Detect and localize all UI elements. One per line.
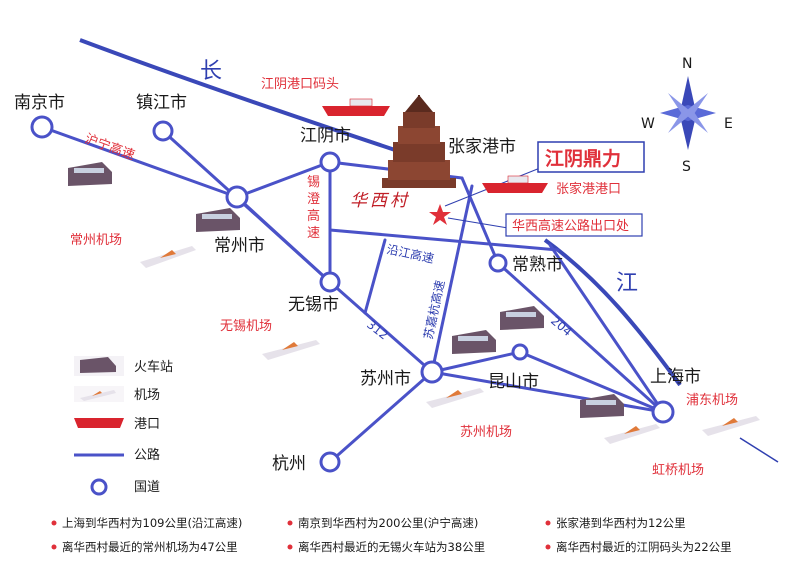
huaxi-exit-label: 华西高速公路出口处 [512, 218, 629, 234]
node-wuxi [319, 271, 341, 293]
node-changzhou [225, 185, 249, 209]
legend: 火车站 机场 港口 公路 国道 [74, 356, 173, 496]
road-segment [430, 350, 522, 374]
g312-road-label: 312 [364, 317, 391, 342]
node-nanjing [30, 115, 54, 139]
river-char-1: 长 [200, 59, 222, 84]
xicheng-road-label: 锡 澄 高 速 [307, 175, 320, 241]
huaxi-village-label: 华西村 [350, 191, 410, 211]
train-icon-1 [68, 162, 112, 186]
airplane-icon-hongqiao [702, 416, 779, 463]
airplane-icon-changzhou [140, 246, 196, 268]
city-nodes [30, 115, 675, 473]
compass-s: S [682, 159, 691, 175]
yanjiang-road-label: 沿江高速 [385, 241, 435, 266]
node-suzhou [420, 360, 444, 384]
yangtze-river-lower [543, 238, 682, 387]
road-segment [548, 243, 665, 414]
huaxi-exit-box [505, 213, 643, 237]
city-label-changshu: 常熟市 [512, 254, 563, 275]
svg-text:锡: 锡 [307, 175, 320, 190]
node-kunshan [511, 343, 529, 361]
legend-national-label: 国道 [134, 480, 160, 495]
road-segment [40, 125, 239, 199]
huaxi-exit-star-icon [429, 204, 451, 225]
node-shanghai [651, 400, 675, 424]
brand-label: 江阴鼎力 [545, 147, 621, 170]
road-segment [496, 261, 665, 414]
svg-text:速: 速 [307, 226, 320, 241]
road-segment [430, 370, 665, 414]
road-network [40, 125, 665, 464]
node-hangzhou [319, 451, 341, 473]
legend-airport-label: 机场 [134, 388, 160, 403]
road-segment [363, 238, 387, 315]
compass-e: E [724, 116, 733, 132]
changzhou-airport-label: 常州机场 [70, 233, 122, 248]
airplane-icon-wuxi [262, 340, 320, 360]
legend-highway-label: 公路 [134, 447, 160, 463]
road-segment [328, 370, 434, 464]
svg-text:澄: 澄 [307, 192, 320, 207]
city-label-zhenjiang: 镇江市 [136, 93, 187, 113]
road-segment [235, 160, 332, 199]
note-4: 离华西村最近的常州机场为47公里 [62, 540, 238, 554]
train-icon-5 [580, 394, 624, 418]
road-segment [460, 176, 500, 265]
suzhou-airport-label: 苏州机场 [460, 424, 512, 440]
train-icon-3 [500, 306, 544, 330]
node-zhenjiang [152, 120, 174, 142]
airplane-icon-pudong [604, 424, 660, 444]
jiangyin-port-label: 江阴港口码头 [261, 77, 339, 92]
sujiahang-road-label: 苏嘉杭高速 [420, 279, 447, 341]
pudong-airport-label: 浦东机场 [686, 393, 738, 408]
node-changshu [488, 253, 508, 273]
road-segment [518, 350, 665, 414]
wuxi-airport-label: 无锡机场 [220, 319, 272, 334]
city-label-wuxi: 无锡市 [288, 295, 339, 315]
g204-road-label: 204 [548, 314, 575, 339]
huning-road-label: 沪宁高速 [83, 131, 137, 164]
compass-w: W [641, 116, 655, 132]
train-icon-2 [196, 208, 240, 232]
note-6: 离华西村最近的江阴码头为22公里 [556, 540, 732, 554]
train-icon-4 [452, 330, 496, 354]
city-label-nanjing: 南京市 [14, 93, 65, 113]
city-label-changzhou: 常州市 [214, 236, 265, 256]
road-segment [430, 184, 474, 374]
road-segment [328, 228, 560, 252]
city-label-shanghai: 上海市 [650, 367, 701, 387]
city-label-zhangjiagang: 张家港市 [448, 137, 516, 157]
city-label-hangzhou: 杭州 [272, 454, 306, 474]
legend-port-label: 港口 [134, 417, 160, 432]
city-label-kunshan: 昆山市 [488, 372, 539, 392]
airplane-icon-suzhou [426, 388, 484, 408]
note-3: 张家港到华西村为12公里 [556, 516, 686, 530]
port-icon-zhangjiagang [482, 175, 548, 193]
pointer-line [447, 217, 509, 229]
distance-notes: 上海到华西村为109公里(沿江高速) 南京到华西村为200公里(沪宁高速) 张家… [51, 516, 732, 554]
yangtze-river [79, 38, 396, 152]
road-segment [328, 280, 434, 374]
port-icon-jiangyin [322, 98, 390, 116]
compass-n: N [682, 56, 692, 72]
huaxi-pagoda-icon [382, 95, 456, 188]
compass-icon [660, 76, 716, 150]
svg-text:高: 高 [307, 208, 320, 224]
note-5: 离华西村最近的无锡火车站为38公里 [298, 540, 485, 554]
legend-train-label: 火车站 [134, 359, 173, 375]
city-label-suzhou: 苏州市 [360, 369, 411, 389]
node-jiangyin [319, 151, 341, 173]
brand-box [537, 141, 645, 173]
road-segment [235, 195, 332, 284]
hongqiao-airport-label: 虹桥机场 [652, 463, 704, 478]
note-1: 上海到华西村为109公里(沿江高速) [62, 516, 242, 530]
city-label-jiangyin: 江阴市 [300, 126, 351, 146]
zhangjiagang-port-label: 张家港港口 [556, 181, 621, 197]
river-char-2: 江 [616, 271, 638, 296]
note-2: 南京到华西村为200公里(沪宁高速) [298, 516, 478, 530]
